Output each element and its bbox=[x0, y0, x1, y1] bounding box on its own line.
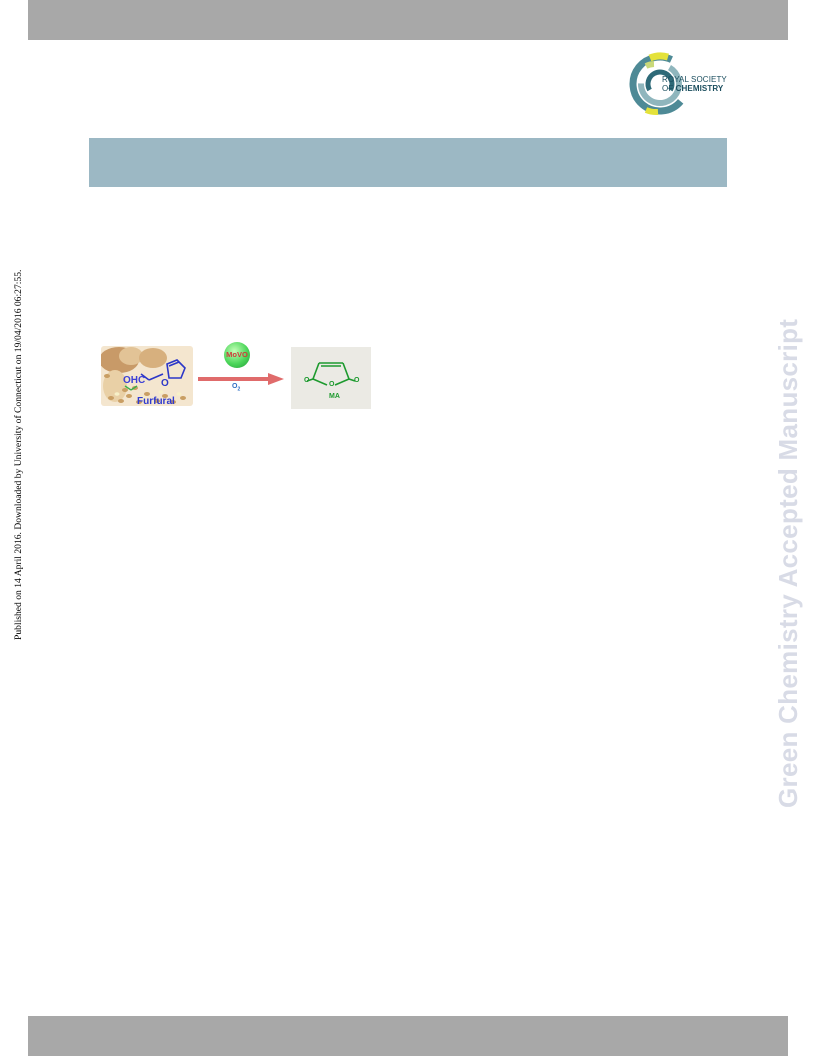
maleic-anhydride-panel bbox=[291, 347, 371, 409]
ohc-label: OHC bbox=[123, 375, 146, 386]
furfural-label: Furfural bbox=[137, 396, 175, 406]
biomass-image: OHC O Furfural bbox=[101, 346, 193, 406]
logo-line-1: ROYAL SOCIETY bbox=[662, 75, 727, 84]
rsc-logo: ROYAL SOCIETY OF CHEMISTRY bbox=[628, 50, 738, 120]
published-note: Published on 14 April 2016. Downloaded b… bbox=[13, 269, 24, 640]
biomass-grains-icon bbox=[101, 346, 193, 406]
movo-catalyst-sphere bbox=[224, 342, 250, 368]
maleic-anhydride-structure-icon bbox=[306, 362, 356, 386]
rsc-logo-mark-icon bbox=[629, 52, 691, 116]
toc-graphic: OHC O Furfural MoVO O2 O O O MA bbox=[101, 340, 373, 410]
ma-label: MA bbox=[329, 393, 340, 400]
carbonyl-oxygen-left: O bbox=[304, 377, 310, 384]
catalyst-label: MoVO bbox=[226, 350, 248, 359]
ring-oxygen: O bbox=[329, 381, 335, 388]
title-band bbox=[89, 138, 727, 187]
carbonyl-oxygen-right: O bbox=[354, 377, 360, 384]
reaction-arrow-icon bbox=[198, 373, 284, 385]
accepted-manuscript-watermark: Green Chemistry Accepted Manuscript bbox=[773, 318, 803, 808]
rsc-logo-text: ROYAL SOCIETY OF CHEMISTRY bbox=[662, 75, 727, 93]
logo-line-2: OF CHEMISTRY bbox=[662, 84, 727, 93]
logo-line-2-prefix: OF bbox=[662, 84, 676, 93]
oxygen-subscript: 2 bbox=[237, 386, 241, 393]
oxygen-label: O2 bbox=[232, 383, 240, 392]
logo-line-2-strong: CHEMISTRY bbox=[675, 84, 724, 93]
page-footer-bar bbox=[28, 1016, 788, 1056]
furan-oxygen-label: O bbox=[161, 378, 169, 389]
oxygen-symbol: O bbox=[232, 383, 238, 390]
page-header-bar bbox=[28, 0, 788, 40]
